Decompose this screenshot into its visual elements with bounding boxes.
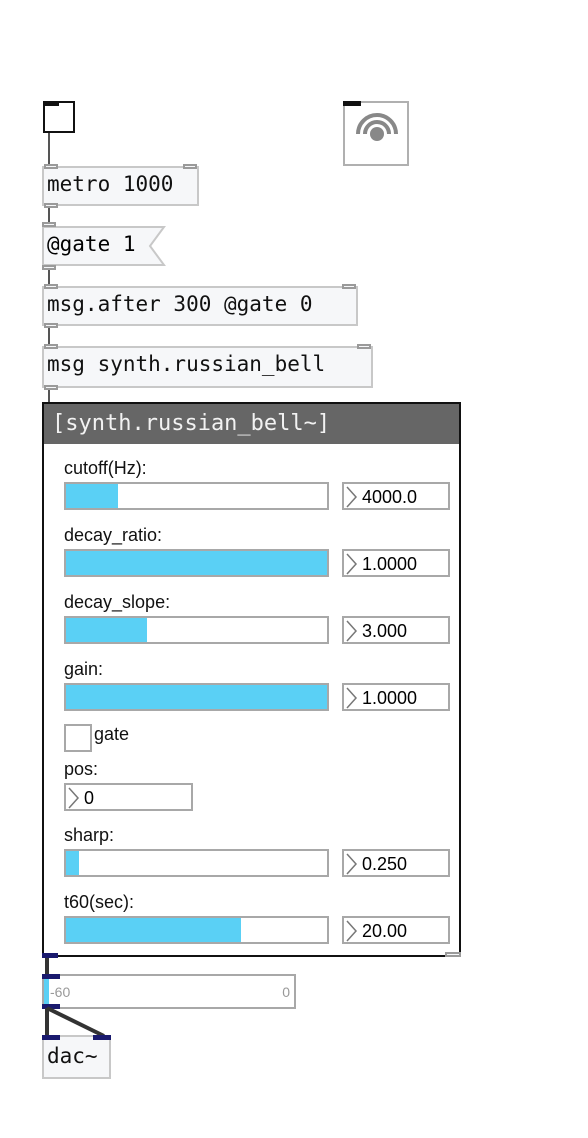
dac-object[interactable]: dac~ [42, 1035, 111, 1079]
number-arrow-icon [346, 553, 358, 575]
numbox-value: 3.000 [362, 621, 408, 641]
outlet [44, 385, 58, 390]
numbox-value: 1.0000 [362, 554, 418, 574]
inlet [183, 164, 197, 169]
outlet [44, 203, 58, 208]
number-arrow-icon [346, 486, 358, 508]
number-arrow-icon [346, 853, 358, 875]
outlet [44, 323, 58, 328]
numbox-gain[interactable]: 1.0000 [342, 683, 450, 711]
object-text: metro 1000 [47, 172, 174, 196]
numbox-t60[interactable]: 20.00 [342, 916, 450, 944]
numbox-cutoff[interactable]: 4000.0 [342, 482, 450, 510]
cord [48, 386, 50, 406]
signal-cord [45, 955, 49, 977]
object-text: msg synth.russian_bell [47, 352, 326, 376]
inlet [44, 284, 58, 289]
synth-panel: [synth.russian_bell~] cutoff(Hz): 4000.0… [42, 402, 461, 957]
metro-object[interactable]: metro 1000 [42, 164, 199, 208]
gate-label: gate [94, 724, 130, 744]
param-label-cutoff: cutoff(Hz): [64, 458, 147, 478]
cord [48, 132, 50, 168]
inlet [357, 344, 371, 349]
msg-after-object[interactable]: msg.after 300 @gate 0 [42, 284, 358, 328]
meter-inlet [42, 974, 60, 979]
slider-decay-slope[interactable] [64, 616, 329, 644]
number-arrow-icon [346, 620, 358, 642]
numbox-value: 4000.0 [362, 487, 418, 507]
signal-cords-dac [45, 1006, 105, 1038]
numbox-sharp[interactable]: 0.250 [342, 849, 450, 877]
toggle[interactable] [43, 101, 75, 133]
message-text: @gate 1 [47, 232, 136, 256]
param-label-decay-slope: decay_slope: [64, 592, 171, 612]
bang-speaker-icon [356, 113, 398, 141]
meter-max-label: 0 [282, 984, 290, 1000]
param-label-gain: gain: [64, 659, 104, 679]
toggle-inlet [43, 101, 59, 106]
object-text: dac~ [47, 1044, 98, 1068]
number-arrow-icon [68, 787, 80, 809]
cord [48, 264, 50, 288]
param-label-pos: pos: [64, 759, 99, 779]
inlet [44, 344, 58, 349]
param-label-decay-ratio: decay_ratio: [64, 525, 163, 545]
bang-button[interactable] [343, 101, 409, 166]
object-text: msg.after 300 @gate 0 [47, 292, 313, 316]
signal-inlet [42, 1035, 60, 1040]
numbox-pos[interactable]: 0 [64, 783, 193, 811]
msg-synth-object[interactable]: msg synth.russian_bell [42, 344, 373, 390]
number-arrow-icon [346, 687, 358, 709]
signal-inlet [93, 1035, 111, 1040]
param-label-t60: t60(sec): [64, 892, 135, 912]
numbox-value: 0.250 [362, 854, 408, 874]
bang-inlet [343, 101, 361, 106]
panel-outlet [445, 952, 461, 957]
inlet [342, 284, 356, 289]
inlet [44, 164, 58, 169]
panel-signal-outlet [42, 953, 58, 958]
inlet [42, 222, 56, 227]
level-meter: -60 0 [42, 974, 296, 1009]
slider-decay-ratio[interactable] [64, 549, 329, 577]
number-arrow-icon [346, 920, 358, 942]
slider-sharp[interactable] [64, 849, 329, 877]
meter-fill [44, 976, 49, 1007]
slider-gain[interactable] [64, 683, 329, 711]
slider-cutoff[interactable] [64, 482, 329, 510]
numbox-value: 20.00 [362, 921, 408, 941]
numbox-value: 0 [84, 788, 95, 808]
panel-title: [synth.russian_bell~] [44, 404, 459, 444]
meter-outlet [42, 1004, 60, 1009]
numbox-decay-slope[interactable]: 3.000 [342, 616, 450, 644]
numbox-value: 1.0000 [362, 688, 418, 708]
gate-message[interactable]: @gate 1 [42, 222, 167, 270]
cord [48, 204, 50, 228]
gate-toggle[interactable] [64, 724, 92, 752]
cord [48, 324, 50, 348]
numbox-decay-ratio[interactable]: 1.0000 [342, 549, 450, 577]
meter-min-label: -60 [50, 984, 71, 1000]
outlet [42, 265, 56, 270]
message-shape [42, 226, 166, 266]
param-label-sharp: sharp: [64, 825, 115, 845]
slider-t60[interactable] [64, 916, 329, 944]
